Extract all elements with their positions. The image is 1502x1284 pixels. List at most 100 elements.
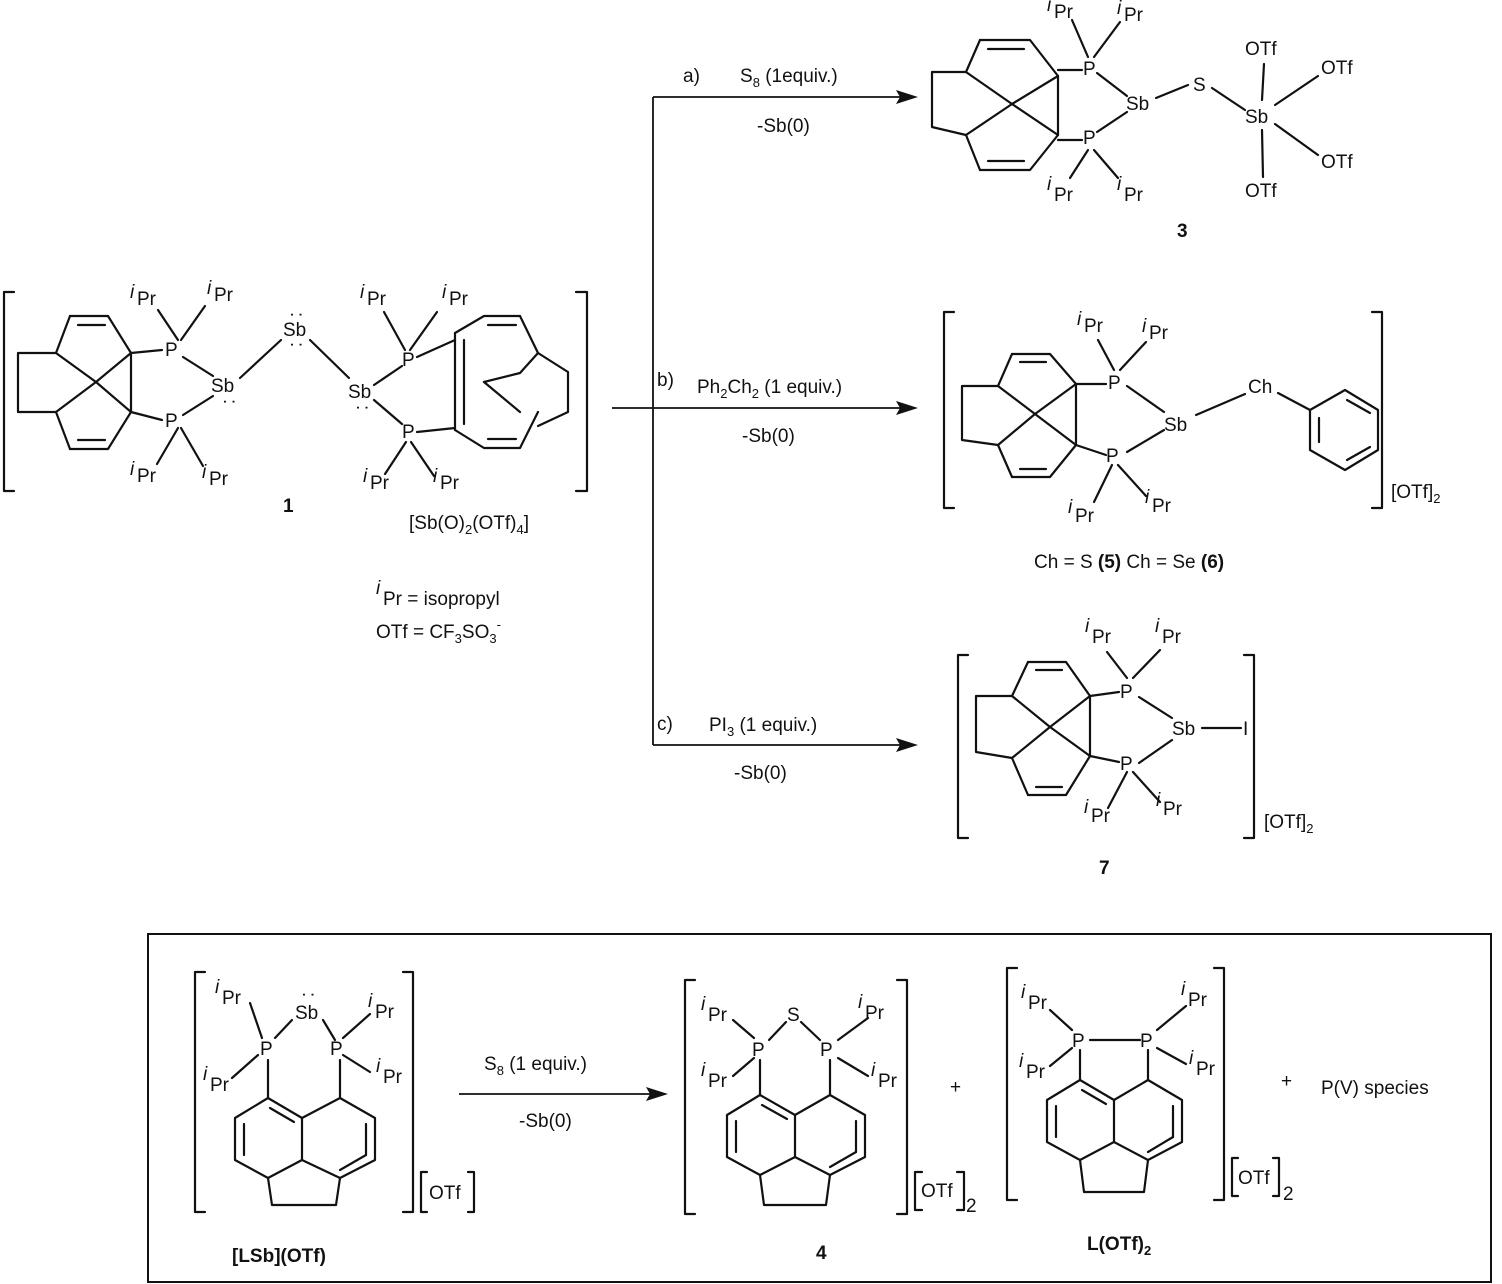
atom-ipr: Pr <box>708 1005 728 1026</box>
atom-ipr: Pr <box>137 289 157 310</box>
compound-lotf2-labels: i Pr i Pr P P i Pr i Pr OTf 2 L(OTf)2 + … <box>1019 979 1429 1258</box>
atom-p: P <box>1072 1031 1085 1052</box>
counterion-part: [Sb(O) <box>409 513 465 534</box>
reaction-a-label: a) <box>683 66 700 87</box>
atom-ipr-sup: i <box>1117 174 1122 195</box>
atom-ch: Ch <box>1248 377 1272 398</box>
atom-p: P <box>165 411 178 432</box>
atom-ipr-sup: i <box>1181 979 1186 1000</box>
reaction-c-label: c) <box>657 714 673 735</box>
atom-p: P <box>260 1039 273 1060</box>
counterion-part: (OTf) <box>472 513 516 534</box>
atom-ipr-sup: i <box>1117 0 1122 19</box>
atom-p: P <box>1108 373 1121 394</box>
atom-ipr: Pr <box>370 473 390 494</box>
compound-7-counterion: [OTf]2 <box>1264 812 1313 836</box>
counterion-sub: 2 <box>465 522 472 537</box>
atom-ipr: Pr <box>865 1003 885 1024</box>
compound-lotf2-counterion-sub: 2 <box>1283 1184 1294 1205</box>
atom-ipr-sup: i <box>433 466 438 487</box>
inset-arrow: S8 (1 equiv.) -Sb(0) <box>459 1054 668 1132</box>
atom-ipr: Pr <box>1075 506 1095 527</box>
atom-p: P <box>402 422 415 443</box>
compound-lotf2-structure <box>1005 966 1281 1202</box>
atom-p: P <box>1083 59 1096 80</box>
compound-56-labels: i Pr i Pr P P Sb Ch i Pr i Pr [OTf]2 Ch … <box>1034 309 1440 573</box>
atom-ipr: Pr <box>1028 993 1048 1014</box>
atom-ipr-sup: i <box>1077 309 1082 330</box>
atom-ipr: Pr <box>1091 806 1111 827</box>
atom-p: P <box>1083 128 1096 149</box>
compound-1-structure <box>2 290 589 493</box>
reaction-c-labels: c) PI3 (1 equiv.) -Sb(0) <box>657 714 817 784</box>
atom-ipr-sup: i <box>1189 1048 1194 1069</box>
reaction-b-byproduct: -Sb(0) <box>742 426 795 447</box>
compound-3-structure <box>930 18 1320 180</box>
atom-ipr: Pr <box>708 1071 728 1092</box>
atom-ipr: Pr <box>375 1002 395 1023</box>
atom-p: P <box>820 1040 833 1061</box>
atom-ipr-sup: i <box>1019 1051 1024 1072</box>
atom-sb: Sb <box>1164 415 1187 436</box>
reaction-arrows <box>612 90 918 752</box>
atom-sb: Sb <box>295 1003 318 1024</box>
compound-lsb-structure <box>193 970 476 1214</box>
atom-ipr-sup: i <box>363 466 368 487</box>
atom-otf: OTf <box>1245 39 1277 60</box>
counterion-part: ] <box>524 513 529 534</box>
legend: i Pr = isopropyl OTf = CF3SO3- <box>376 578 501 646</box>
atom-ipr: Pr <box>137 466 157 487</box>
compound-4-labels: i Pr S i Pr P P i Pr i Pr OTf 2 4 + <box>701 992 977 1264</box>
atom-ipr: Pr <box>214 285 234 306</box>
atom-ipr-sup: i <box>1155 616 1160 637</box>
reaction-c-reagent: PI3 (1 equiv.) <box>709 715 817 739</box>
atom-ipr-sup: i <box>130 282 135 303</box>
atom-p: P <box>165 340 178 361</box>
inset-box <box>147 933 1492 1283</box>
legend-ipr: Pr = isopropyl <box>383 589 500 610</box>
atom-ipr-sup: i <box>376 1056 381 1077</box>
atom-ipr: Pr <box>1084 316 1104 337</box>
compound-4-counterion-sub: 2 <box>966 1196 977 1217</box>
atom-sb: Sb <box>1245 107 1268 128</box>
atom-p: P <box>1120 682 1133 703</box>
legend-ipr-sup: i <box>376 578 381 599</box>
atom-ipr: Pr <box>1149 323 1169 344</box>
atom-ipr-sup: i <box>130 459 135 480</box>
atom-ipr: Pr <box>1054 185 1074 206</box>
compound-1-counterion: [Sb(O)2(OTf)4] <box>409 513 529 537</box>
compound-lsb-labels: i Pr Sb : i Pr P P i Pr i Pr OTf [LSb](O… <box>203 977 461 1267</box>
compound-lsb-label: [LSb](OTf) <box>232 1246 326 1267</box>
inset-reagent: S8 (1 equiv.) <box>484 1054 587 1078</box>
atom-ipr: Pr <box>367 289 387 310</box>
atom-ipr: Pr <box>222 988 242 1009</box>
atom-ipr: Pr <box>210 1075 230 1096</box>
atom-ipr: Pr <box>1124 5 1144 26</box>
atom-ipr: Pr <box>209 469 229 490</box>
compound-lsb-counterion: OTf <box>429 1183 461 1204</box>
lone-pair: : <box>219 399 240 404</box>
compound-7-label: 7 <box>1099 858 1110 879</box>
atom-sb: Sb <box>1172 719 1195 740</box>
atom-ipr-sup: i <box>858 992 863 1013</box>
counterion-sub: 4 <box>517 522 524 537</box>
compound-lotf2-label: L(OTf)2 <box>1087 1234 1151 1258</box>
pv-species-label: P(V) species <box>1321 1078 1429 1099</box>
compound-3-label: 3 <box>1177 221 1188 242</box>
atom-p: P <box>752 1040 765 1061</box>
atom-ipr: Pr <box>1188 990 1208 1011</box>
atom-ipr: Pr <box>1152 496 1172 517</box>
reaction-a-reagent: S8 (1equiv.) <box>740 66 838 90</box>
atom-sb: Sb <box>1126 94 1149 115</box>
atom-otf: OTf <box>1321 58 1353 79</box>
atom-ipr: Pr <box>449 289 469 310</box>
atom-ipr: Pr <box>1054 2 1074 23</box>
atom-p: P <box>1106 446 1119 467</box>
atom-ipr: Pr <box>1124 185 1144 206</box>
compound-lotf2-counterion: OTf <box>1238 1168 1270 1189</box>
reaction-a-byproduct: -Sb(0) <box>757 116 810 137</box>
atom-ipr-sup: i <box>202 462 207 483</box>
compound-56-counterion: [OTf]2 <box>1391 482 1440 506</box>
atom-otf: OTf <box>1321 152 1353 173</box>
atom-ipr: Pr <box>1092 627 1112 648</box>
